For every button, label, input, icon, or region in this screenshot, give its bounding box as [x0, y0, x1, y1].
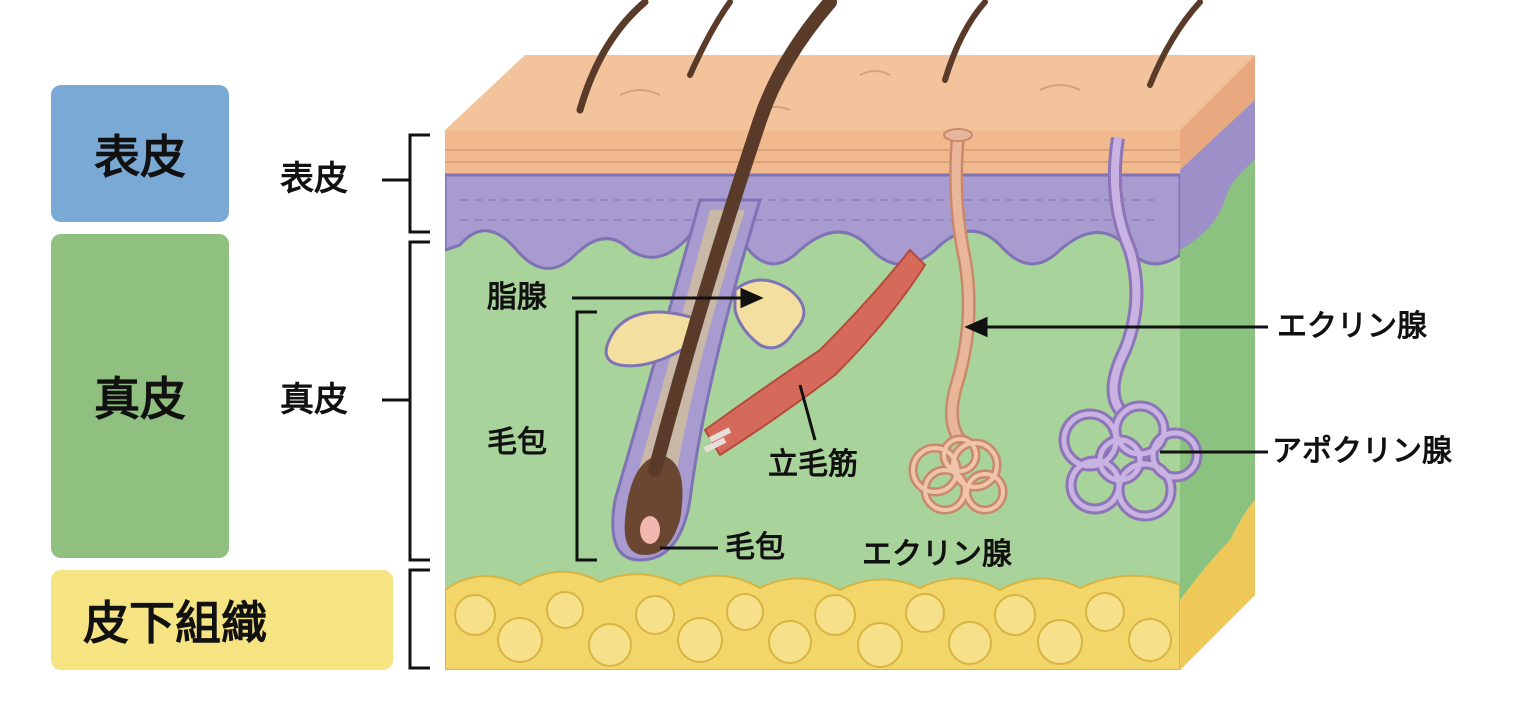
apocrine-gland-label: アポクリン腺	[1272, 437, 1452, 467]
hair-follicle-label: 毛包	[487, 428, 547, 458]
eccrine-gland-duct-label: エクリン腺	[1277, 312, 1427, 342]
bracket-epidermis-label: 表皮	[280, 162, 348, 196]
eccrine-gland-coil-label: エクリン腺	[862, 540, 1012, 570]
bracket-dermis-label: 真皮	[280, 383, 348, 417]
sebaceous-gland-label: 脂腺	[487, 283, 547, 313]
block-front-face	[445, 130, 1180, 670]
arrector-pili-label: 立毛筋	[768, 450, 858, 480]
block-side-face	[1180, 55, 1255, 670]
skin-surface-top	[445, 55, 1255, 130]
hair-bulb-label: 毛包	[725, 533, 785, 563]
